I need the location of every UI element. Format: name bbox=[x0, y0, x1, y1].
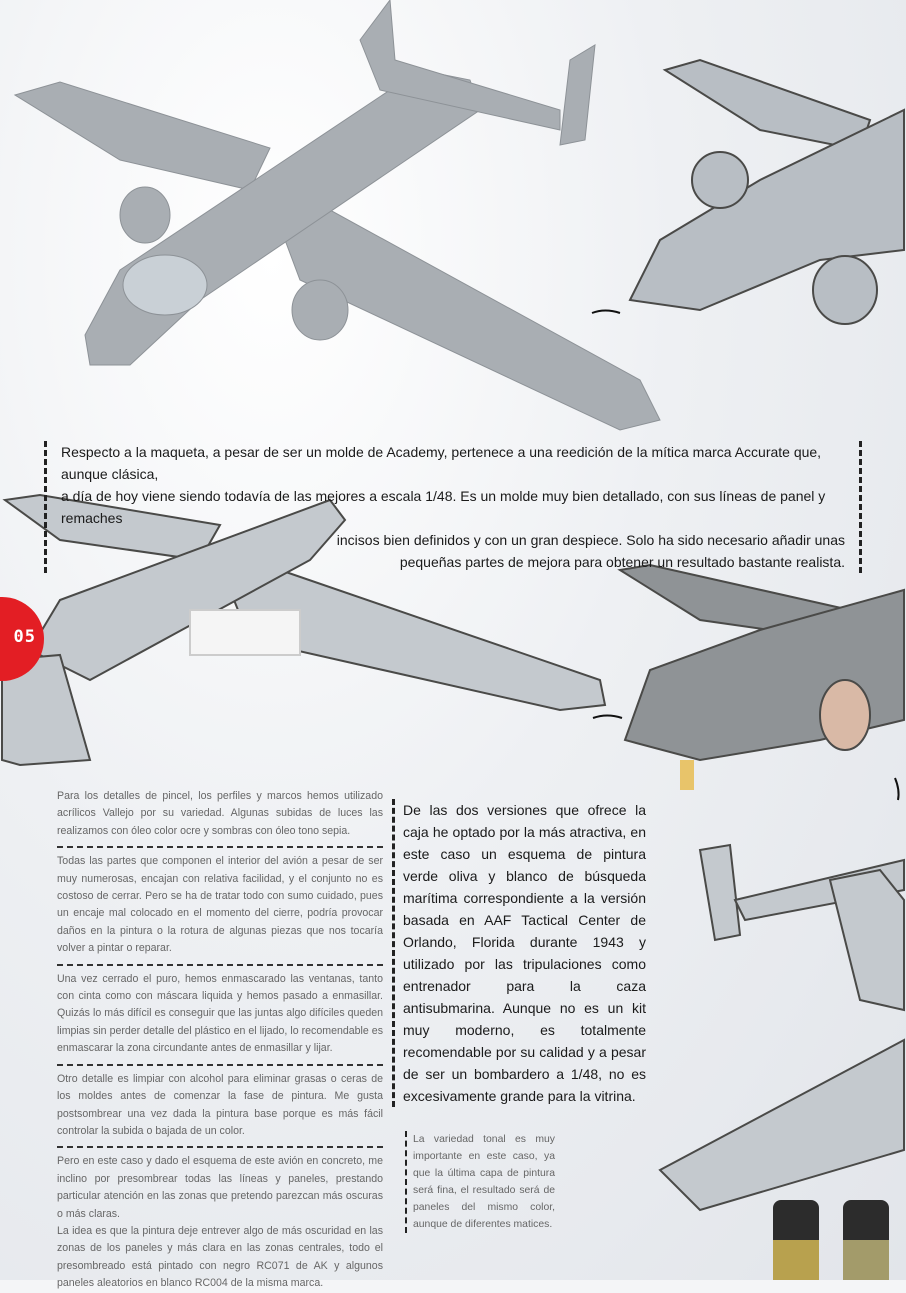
caption-line: Respecto a la maqueta, a pesar de ser un… bbox=[61, 444, 822, 482]
arrow-icon bbox=[592, 714, 623, 719]
page-number: 05 bbox=[13, 627, 36, 647]
right-text-flow: De las dos versiones que ofrece la caja … bbox=[392, 799, 646, 1233]
photo-bottom-bomber bbox=[658, 843, 905, 1212]
paragraph: Para los detalles de pincel, los perfile… bbox=[57, 790, 383, 837]
photo-camouflage-nose bbox=[617, 563, 905, 790]
photo-preshaded-nose bbox=[628, 58, 905, 325]
left-column: Para los detalles de pincel, los perfile… bbox=[57, 788, 383, 1293]
arrow-icon bbox=[894, 777, 900, 801]
paragraph: La idea es que la pintura deje entrever … bbox=[57, 1224, 383, 1290]
paragraph: Pero en este caso y dado el esquema de e… bbox=[57, 1155, 383, 1220]
side-caption: La variedad tonal es muy importante en e… bbox=[405, 1131, 555, 1233]
paragraph: Todas las partes que componen el interio… bbox=[57, 855, 383, 955]
dashed-divider bbox=[57, 1146, 383, 1149]
caption-line: incisos bien definidos y con un gran des… bbox=[336, 532, 845, 548]
paragraph: Una vez cerrado el puro, hemos enmascara… bbox=[57, 972, 383, 1055]
paint-bottles bbox=[773, 1200, 889, 1280]
caption-line: pequeñas partes de mejora para obtener u… bbox=[399, 554, 845, 570]
middle-column: De las dos versiones que ofrece la caja … bbox=[392, 799, 646, 1107]
arrow-icon bbox=[591, 309, 621, 314]
dashed-divider bbox=[57, 1063, 383, 1066]
top-caption: Respecto a la maqueta, a pesar de ser un… bbox=[44, 441, 862, 573]
dashed-divider bbox=[57, 963, 383, 966]
paragraph: Otro detalle es limpiar con alcohol para… bbox=[57, 1072, 383, 1137]
dashed-divider bbox=[57, 846, 383, 849]
photo-primed-bomber bbox=[13, 0, 661, 431]
caption-line: a día de hoy viene siendo todavía de las… bbox=[61, 488, 826, 526]
photo-preshaded-bomber bbox=[1, 493, 607, 767]
